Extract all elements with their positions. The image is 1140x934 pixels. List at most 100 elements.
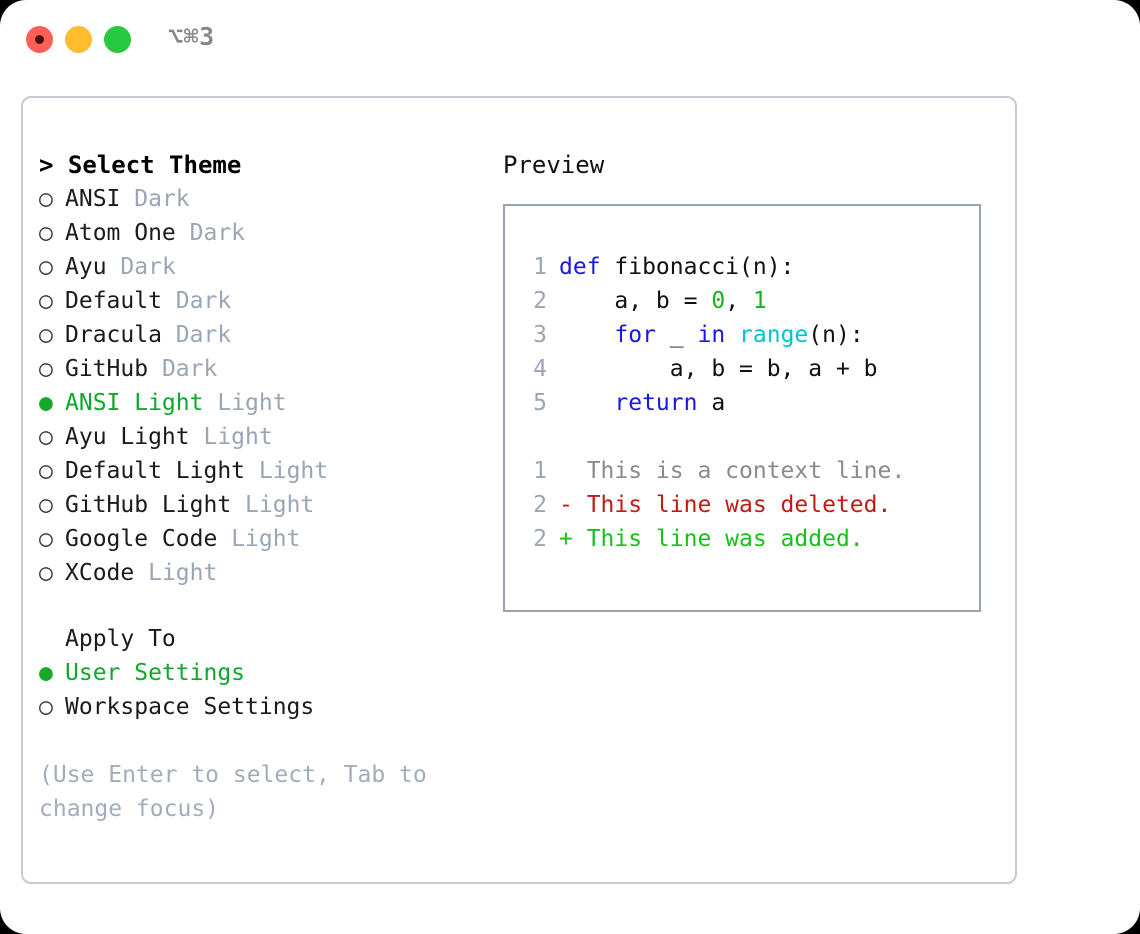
theme-list-item[interactable]: ○Default Dark — [39, 284, 479, 318]
radio-unselected-icon: ○ — [39, 492, 53, 518]
spacer — [203, 390, 217, 416]
radio-selected-icon: ● — [39, 660, 53, 686]
theme-name: Dracula — [65, 322, 162, 348]
line-number: 5 — [533, 390, 547, 416]
theme-name: Default Light — [65, 458, 246, 484]
line-number: 1 — [533, 458, 547, 484]
code-token: a, b = b, a + b — [559, 356, 878, 382]
apply-to-options: ● User Settings ○ Workspace Settings — [39, 656, 479, 724]
spacer — [162, 288, 176, 314]
apply-to-label: Workspace Settings — [65, 694, 315, 720]
preview-header: Preview — [503, 151, 605, 179]
window-shortcut-label: ⌥⌘3 — [168, 22, 215, 51]
theme-list-item[interactable]: ○ GitHub Dark — [39, 352, 479, 386]
line-number: 2 — [533, 288, 547, 314]
theme-name: ANSI Light — [65, 390, 204, 416]
radio-unselected-icon: ○ — [39, 186, 53, 212]
select-theme-header: > Select Theme — [39, 151, 242, 179]
theme-list-item[interactable]: ○ Atom One Dark — [39, 216, 479, 250]
theme-kind-badge: Dark — [134, 186, 190, 212]
theme-list-item[interactable]: ○GitHub Light Light — [39, 488, 479, 522]
close-icon — [35, 35, 44, 44]
theme-kind-badge: Dark — [161, 356, 218, 382]
code-token: (n): — [808, 322, 864, 348]
theme-name: ANSI — [65, 186, 121, 212]
line-number: 2 — [533, 492, 547, 518]
code-token: a, b = — [559, 288, 712, 314]
code-line: 4 a, b = b, a + b — [521, 352, 973, 386]
code-token: range — [739, 322, 809, 348]
content-panel: > Select Theme ○ANSI Dark○Atom One Dark○… — [21, 96, 1017, 884]
theme-name: Default — [65, 288, 162, 314]
code-token — [725, 322, 739, 348]
title-bar: ⌥⌘3 — [0, 0, 1140, 78]
apply-to-label: User Settings — [65, 660, 246, 686]
theme-name: Google Code — [65, 526, 218, 552]
code-token — [559, 322, 614, 348]
radio-selected-icon: ● — [39, 390, 53, 416]
spacer — [107, 254, 121, 280]
theme-list-item[interactable]: ●ANSI Light Light — [39, 386, 479, 420]
apply-to-header: Apply To — [65, 626, 176, 652]
theme-name: Ayu Light — [65, 424, 190, 450]
minimize-window-button[interactable] — [65, 26, 92, 53]
apply-to-option[interactable]: ○ Workspace Settings — [39, 690, 479, 724]
spacer — [245, 458, 259, 484]
diff-line-text: - This line was deleted. — [559, 492, 892, 518]
radio-unselected-icon: ○ — [39, 220, 53, 246]
theme-list-item[interactable]: ○Ayu Dark — [39, 250, 479, 284]
theme-name: Atom One — [65, 220, 176, 246]
theme-selector: > Select Theme ○ANSI Dark○Atom One Dark○… — [39, 148, 479, 590]
theme-kind-badge: Light — [258, 458, 329, 484]
code-line: 3 for _ in range(n): — [521, 318, 973, 352]
radio-unselected-icon: ○ — [39, 288, 53, 314]
spacer — [120, 186, 134, 212]
spacer — [190, 424, 204, 450]
radio-unselected-icon: ○ — [39, 526, 53, 552]
apply-to-group: Apply To ● User Settings ○ Workspace Settin… — [39, 622, 479, 724]
code-token: in — [697, 322, 726, 348]
code-token: , — [725, 288, 753, 314]
diff-line-text: + This line was added. — [559, 526, 864, 552]
keyboard-hint: (Use Enter to select, Tab to change focu… — [39, 762, 427, 822]
diff-line: 1 This is a context line. — [521, 454, 973, 488]
code-token: a — [697, 390, 726, 416]
theme-list-item[interactable]: ○ Dracula Dark — [39, 318, 479, 352]
spacer — [217, 526, 231, 552]
radio-unselected-icon: ○ — [39, 560, 53, 586]
theme-name: Ayu — [65, 254, 107, 280]
code-token: 0 — [711, 288, 726, 314]
theme-list-item[interactable]: ○Default Light Light — [39, 454, 479, 488]
spacer — [176, 220, 190, 246]
radio-unselected-icon: ○ — [39, 322, 53, 348]
radio-unselected-icon: ○ — [39, 694, 53, 720]
maximize-window-button[interactable] — [104, 26, 131, 53]
theme-kind-badge: Dark — [189, 220, 246, 246]
line-number: 2 — [533, 526, 547, 552]
theme-list-item[interactable]: ○ Google Code Light — [39, 522, 479, 556]
apply-to-option[interactable]: ● User Settings — [39, 656, 479, 690]
spacer — [162, 322, 176, 348]
theme-list: ○ANSI Dark○Atom One Dark○Ayu Dark○Defaul… — [39, 182, 479, 590]
diff-line: 2 - This line was deleted. — [521, 488, 973, 522]
diff-line: 2 + This line was added. — [521, 522, 973, 556]
radio-unselected-icon: ○ — [39, 424, 53, 450]
theme-name: GitHub — [65, 356, 149, 382]
theme-kind-badge: Dark — [175, 322, 232, 348]
spacer — [231, 492, 245, 518]
spacer — [148, 356, 162, 382]
theme-list-item[interactable]: ○XCode Light — [39, 556, 479, 590]
theme-list-item[interactable]: ○Ayu Light Light — [39, 420, 479, 454]
theme-name: GitHub Light — [65, 492, 232, 518]
theme-list-item[interactable]: ○ ANSI Dark — [39, 182, 479, 216]
code-token: _ — [655, 322, 698, 348]
theme-kind-badge: Dark — [120, 254, 176, 280]
theme-kind-badge: Light — [231, 526, 301, 552]
line-number: 3 — [533, 322, 547, 348]
radio-unselected-icon: ○ — [39, 356, 53, 382]
spacer — [134, 560, 148, 586]
